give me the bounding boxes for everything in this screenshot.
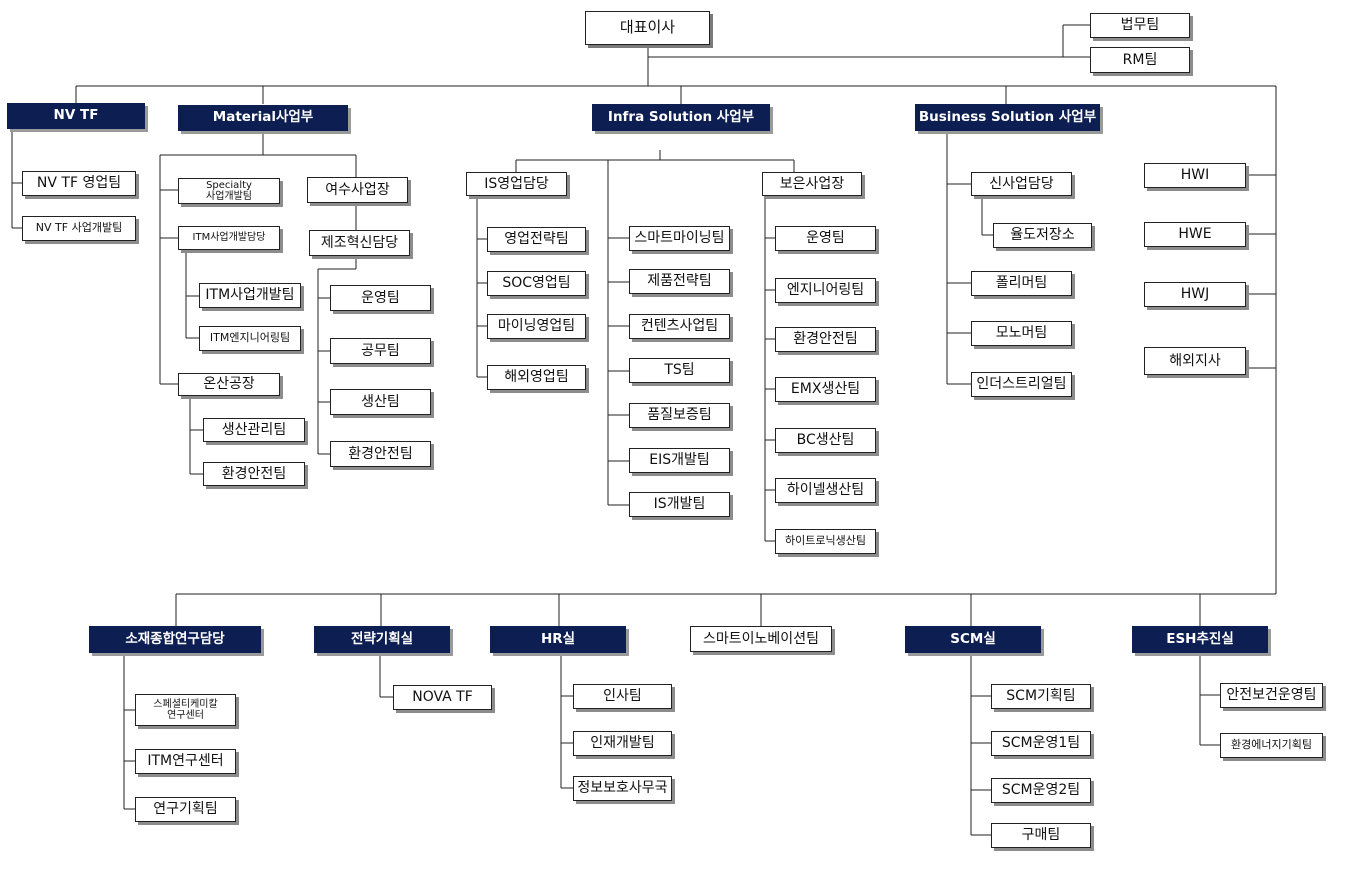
nova-tf-box: NOVA TF — [393, 685, 492, 710]
env-energy-planning-box: 환경에너지기획팀 — [1220, 733, 1323, 758]
personnel-team-box: 인사팀 — [573, 684, 672, 709]
hwi-box: HWI — [1144, 163, 1246, 188]
strategy-office-header: 전략기획실 — [314, 626, 450, 653]
soc-sales-box: SOC영업팀 — [487, 271, 586, 296]
smart-mining-box: 스마트마이닝팀 — [629, 226, 730, 251]
quality-assurance-box: 품질보증팀 — [629, 403, 730, 428]
itm-bizdev-head-box: ITM사업개발담당 — [178, 226, 280, 250]
info-security-box: 정보보호사무국 — [573, 776, 672, 801]
nv-tf-bizdev-box: NV TF 사업개발팀 — [22, 216, 136, 241]
safety-health-ops-box: 안전보건운영팀 — [1220, 683, 1323, 708]
sales-strategy-box: 영업전략팀 — [487, 227, 586, 252]
boeun-env-safety-box: 환경안전팀 — [775, 327, 876, 352]
itm-engineering-box: ITM엔지니어링팀 — [199, 326, 301, 351]
scm-planning-box: SCM기획팀 — [991, 684, 1091, 709]
boeun-site-box: 보은사업장 — [762, 172, 862, 196]
research-planning-box: 연구기획팀 — [135, 797, 236, 822]
yeosu-site-box: 여수사업장 — [307, 177, 408, 203]
overseas-branch-box: 해외지사 — [1144, 347, 1246, 375]
purchasing-box: 구매팀 — [991, 823, 1091, 848]
polymer-team-box: 폴리머팀 — [971, 271, 1072, 296]
is-dev-box: IS개발팀 — [629, 492, 730, 517]
boeun-engineering-box: 엔지니어링팀 — [775, 278, 876, 303]
monomer-team-box: 모노머팀 — [971, 321, 1072, 346]
yuldo-storage-box: 율도저장소 — [993, 223, 1092, 248]
yeosu-production-box: 생산팀 — [330, 389, 431, 415]
is-sales-head-box: IS영업담당 — [466, 172, 567, 196]
contents-business-box: 컨텐츠사업팀 — [629, 314, 730, 339]
boeun-operations-box: 운영팀 — [775, 226, 876, 251]
scm-office-header: SCM실 — [905, 626, 1041, 653]
talent-development-box: 인재개발팀 — [573, 731, 672, 756]
onsan-production-mgmt-box: 생산관리팀 — [203, 418, 305, 442]
specialty-chemical-center-box: 스페셜티케미칼 연구센터 — [135, 694, 236, 726]
hwj-box: HWJ — [1144, 282, 1246, 307]
hitronic-production-box: 하이트로닉생산팀 — [775, 529, 876, 554]
nv-tf-header: NV TF — [7, 103, 145, 129]
materials-rnd-header: 소재종합연구담당 — [89, 626, 261, 653]
bc-production-box: BC생산팀 — [775, 428, 876, 453]
legal-team-box: 법무팀 — [1090, 13, 1190, 38]
mining-sales-box: 마이닝영업팀 — [487, 314, 586, 339]
hinel-production-box: 하이넬생산팀 — [775, 478, 876, 503]
hwe-box: HWE — [1144, 222, 1246, 247]
ts-team-box: TS팀 — [629, 358, 730, 383]
scm-operations-2-box: SCM운영2팀 — [991, 778, 1091, 803]
new-business-head-box: 신사업담당 — [971, 172, 1072, 196]
itm-research-center-box: ITM연구센터 — [135, 749, 236, 774]
scm-operations-1-box: SCM운영1팀 — [991, 731, 1091, 756]
ceo-box: 대표이사 — [585, 11, 710, 45]
itm-bizdev-team-box: ITM사업개발팀 — [199, 283, 301, 308]
industrial-team-box: 인더스트리얼팀 — [971, 372, 1072, 397]
eis-dev-box: EIS개발팀 — [629, 448, 730, 473]
hr-office-header: HR실 — [490, 626, 626, 653]
manufacturing-innovation-box: 제조혁신담당 — [309, 230, 410, 256]
rm-team-box: RM팀 — [1090, 47, 1190, 73]
business-solution-division-header: Business Solution 사업부 — [915, 104, 1100, 131]
yeosu-operations-box: 운영팀 — [330, 285, 431, 311]
yeosu-maintenance-box: 공무팀 — [330, 338, 431, 364]
smart-innovation-box: 스마트이노베이션팀 — [690, 626, 832, 652]
esh-office-header: ESH추진실 — [1132, 626, 1268, 653]
onsan-env-safety-box: 환경안전팀 — [203, 462, 305, 486]
onsan-plant-box: 온산공장 — [178, 373, 280, 396]
emx-production-box: EMX생산팀 — [775, 377, 876, 402]
material-division-header: Material사업부 — [178, 105, 348, 131]
overseas-sales-box: 해외영업팀 — [487, 365, 586, 390]
product-strategy-box: 제품전략팀 — [629, 269, 730, 294]
yeosu-env-safety-box: 환경안전팀 — [330, 441, 431, 467]
nv-tf-sales-box: NV TF 영업팀 — [22, 171, 136, 196]
infra-solution-division-header: Infra Solution 사업부 — [592, 104, 770, 131]
specialty-bizdev-box: Specialty 사업개발팀 — [178, 178, 280, 204]
